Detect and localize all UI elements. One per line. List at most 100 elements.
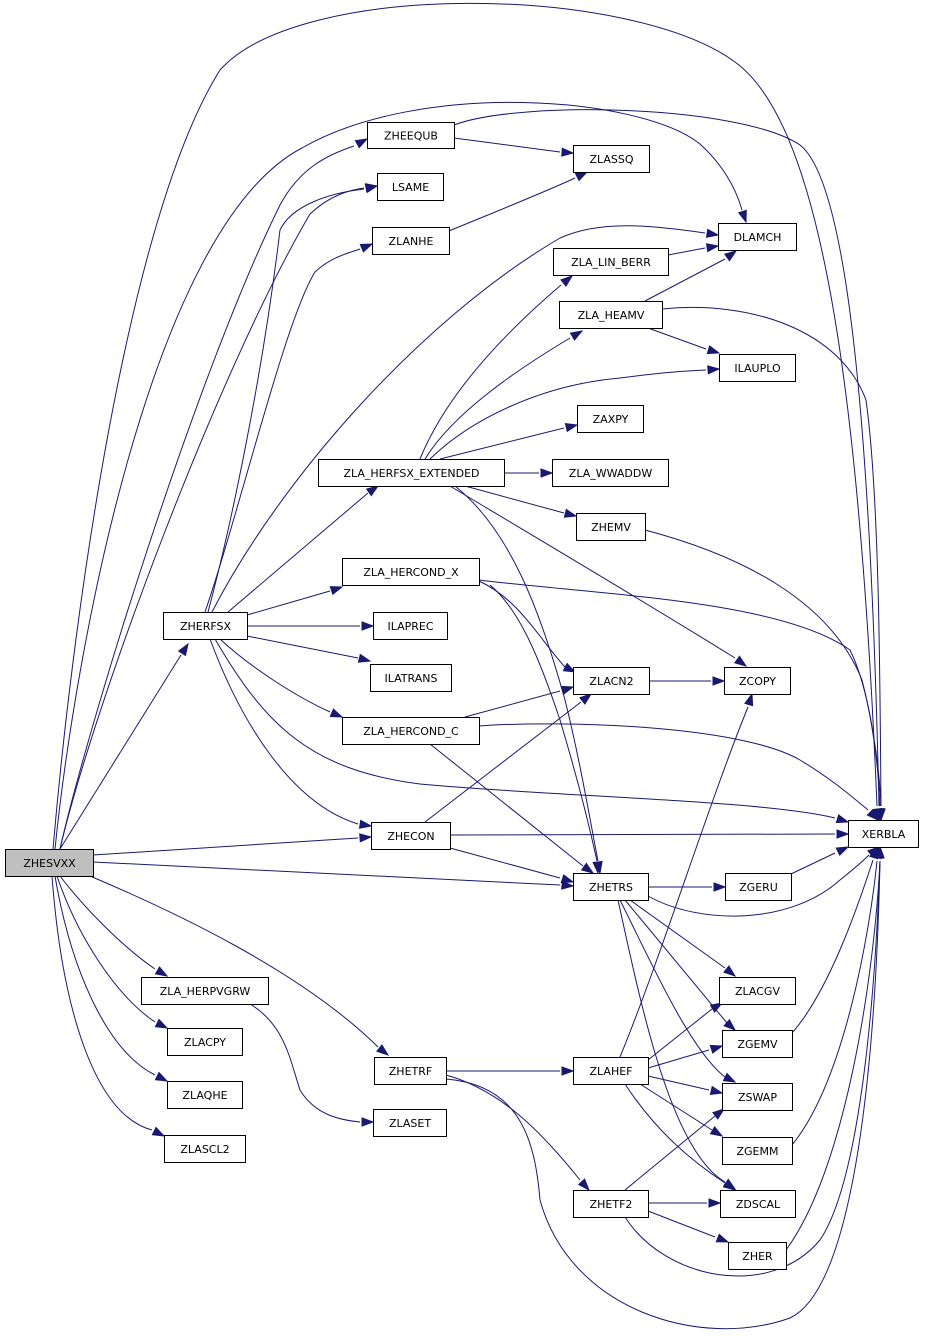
- node-box: [848, 820, 919, 848]
- node-box: [728, 1242, 787, 1270]
- node-zhetrs[interactable]: ZHETRS: [573, 873, 649, 901]
- edge-zla_heamv-to-xerbla: [661, 306, 886, 822]
- graph-edges: [51, 2, 886, 1330]
- arrowhead-icon: [715, 1233, 730, 1243]
- node-zlanhe[interactable]: ZLANHE: [372, 227, 450, 255]
- arrowhead-icon: [579, 693, 593, 705]
- node-zlaqhe[interactable]: ZLAQHE: [167, 1081, 243, 1109]
- edge-zherfsx-to-zlanhe: [204, 243, 374, 613]
- node-box: [724, 667, 791, 695]
- node-zlahef[interactable]: ZLAHEF: [573, 1057, 649, 1085]
- node-zcopy[interactable]: ZCOPY: [724, 667, 791, 695]
- arrowhead-icon: [723, 965, 737, 977]
- edge-zherfsx-to-zla_hercond_c: [219, 638, 344, 718]
- node-label: ZLA_WWADDW: [569, 467, 653, 480]
- node-label: ZLASCL2: [180, 1143, 229, 1156]
- node-ilaprec[interactable]: ILAPREC: [373, 612, 448, 640]
- node-label: ILAPREC: [387, 620, 433, 633]
- node-zlassq[interactable]: ZLASSQ: [573, 145, 650, 173]
- node-zlacpy[interactable]: ZLACPY: [167, 1028, 243, 1056]
- node-lsame[interactable]: LSAME: [377, 173, 444, 201]
- node-zhetrf[interactable]: ZHETRF: [374, 1057, 447, 1085]
- arrowhead-icon: [707, 365, 721, 375]
- node-label: ZHECON: [387, 830, 434, 843]
- node-dlamch[interactable]: DLAMCH: [718, 223, 797, 251]
- arrowhead-icon: [737, 209, 747, 224]
- node-label: ZHETF2: [590, 1198, 633, 1211]
- arrowhead-icon: [560, 685, 575, 695]
- node-zlaset[interactable]: ZLASET: [373, 1109, 447, 1137]
- graph-nodes: ZHESVXX ZHEEQUB ZLASSQ LSAME ZLANHE DLAMCH ZLA…: [5, 122, 919, 1270]
- edge-zheequb-to-zlassq: [453, 137, 575, 157]
- arrowhead-icon: [580, 862, 595, 874]
- edge-zla_lin_berr-to-dlamch: [667, 243, 720, 256]
- node-zla-hercond-x[interactable]: ZLA_HERCOND_X: [342, 558, 480, 586]
- edge-zlahef-to-zswap: [647, 1075, 724, 1095]
- arrowhead-icon: [836, 829, 850, 839]
- node-zhecon[interactable]: ZHECON: [371, 822, 451, 850]
- node-zla-wwaddw[interactable]: ZLA_WWADDW: [552, 459, 669, 487]
- arrowhead-icon: [875, 845, 885, 859]
- node-box: [573, 873, 649, 901]
- node-label: XERBLA: [862, 828, 906, 841]
- edge-zla_herfsx_extended-to-zla_lin_berr: [419, 275, 574, 460]
- node-zswap[interactable]: ZSWAP: [722, 1083, 793, 1111]
- arrowhead-icon: [365, 485, 380, 497]
- arrowhead-icon: [709, 1085, 724, 1095]
- node-zlacgv[interactable]: ZLACGV: [719, 977, 796, 1005]
- arrowhead-icon: [177, 642, 189, 657]
- arrowhead-icon: [705, 243, 720, 253]
- node-zaxpy[interactable]: ZAXPY: [577, 405, 644, 433]
- node-xerbla[interactable]: XERBLA: [848, 820, 919, 848]
- node-zla-lin-berr[interactable]: ZLA_LIN_BERR: [553, 248, 669, 276]
- node-label: ZCOPY: [739, 675, 776, 688]
- node-zla-hercond-c[interactable]: ZLA_HERCOND_C: [342, 717, 480, 745]
- node-zherfsx[interactable]: ZHERFSX: [163, 612, 248, 640]
- node-box: [577, 405, 644, 433]
- node-zgemm[interactable]: ZGEMM: [722, 1137, 793, 1165]
- node-box: [377, 173, 444, 201]
- arrowhead-icon: [744, 692, 754, 707]
- node-box: [373, 612, 448, 640]
- node-zla-herfsx-extended[interactable]: ZLA_HERFSX_EXTENDED: [318, 459, 505, 487]
- edge-zherfsx-to-lsame: [207, 184, 379, 613]
- edge-zhetrs-to-zlacgv: [629, 899, 737, 977]
- edge-zla_hercond_x-to-zlacn2: [478, 580, 577, 673]
- node-zla-herpvgrw[interactable]: ZLA_HERPVGRW: [141, 977, 269, 1005]
- node-ilatrans[interactable]: ILATRANS: [370, 664, 452, 692]
- node-ilauplo[interactable]: ILAUPLO: [719, 354, 796, 382]
- node-zhesvxx[interactable]: ZHESVXX: [5, 849, 94, 877]
- edge-zlahef-to-zdscal: [624, 1083, 737, 1191]
- arrowhead-icon: [713, 882, 727, 892]
- edge-zhetrs-to-zgemv: [624, 899, 737, 1031]
- node-label: ZDSCAL: [736, 1198, 781, 1211]
- node-zheequb[interactable]: ZHEEQUB: [367, 122, 455, 149]
- node-zlascl2[interactable]: ZLASCL2: [164, 1135, 246, 1163]
- edge-zhetrf-to-zlahef: [446, 1066, 575, 1076]
- edge-zherfsx-to-dlamch: [211, 225, 720, 613]
- arrowhead-icon: [706, 345, 721, 355]
- arrowhead-icon: [358, 819, 373, 829]
- node-label: ZLASSQ: [589, 153, 633, 166]
- edge-zherfsx-to-zhecon: [209, 638, 373, 829]
- node-zhetf2[interactable]: ZHETF2: [573, 1190, 649, 1218]
- edge-zhetf2-to-xerbla: [624, 845, 885, 1277]
- node-label: ZLACPY: [184, 1036, 226, 1049]
- node-zher[interactable]: ZHER: [728, 1242, 787, 1270]
- node-box: [552, 459, 669, 487]
- node-box: [372, 227, 450, 255]
- node-box: [722, 1083, 793, 1111]
- arrowhead-icon: [154, 1071, 169, 1082]
- arrowhead-icon: [574, 171, 589, 182]
- node-zlacn2[interactable]: ZLACN2: [573, 667, 650, 695]
- edge-zhetf2-to-zswap: [624, 1108, 726, 1191]
- node-zgemv[interactable]: ZGEMV: [722, 1030, 793, 1058]
- node-label: ZHETRF: [389, 1065, 432, 1078]
- arrowhead-icon: [709, 1002, 724, 1013]
- node-box: [371, 822, 451, 850]
- node-zhemv[interactable]: ZHEMV: [576, 513, 646, 541]
- node-zgeru[interactable]: ZGERU: [725, 873, 792, 901]
- node-zla-heamv[interactable]: ZLA_HEAMV: [559, 301, 663, 329]
- node-box: [719, 977, 796, 1005]
- node-zdscal[interactable]: ZDSCAL: [720, 1190, 796, 1218]
